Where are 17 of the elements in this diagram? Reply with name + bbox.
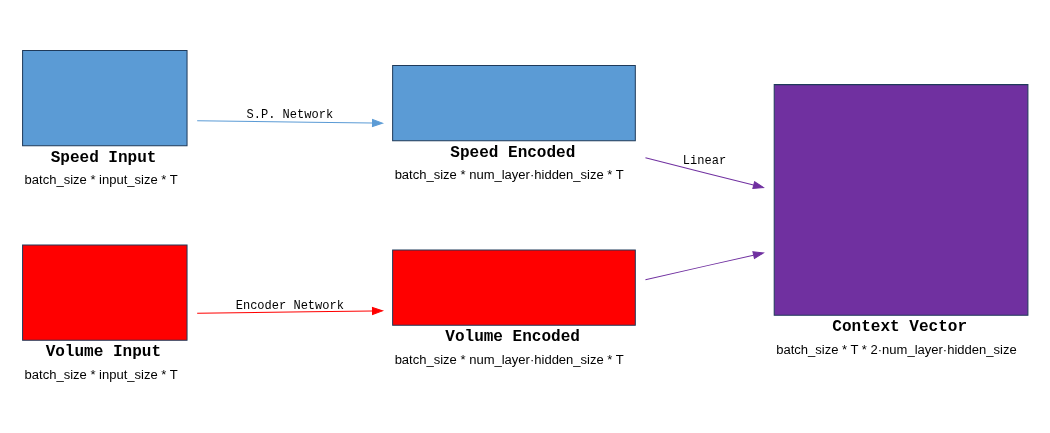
node-label: Volume Encoded bbox=[445, 327, 580, 346]
node-label: batch_size * input_size * T bbox=[24, 171, 178, 187]
node-label: Context Vector bbox=[832, 317, 968, 336]
node-label: batch_size * T * 2·num_layer·hidden_size bbox=[776, 341, 1017, 357]
arrow bbox=[196, 306, 383, 315]
arrow bbox=[644, 156, 764, 189]
node-label: batch_size * num_layer·hidden_size * T bbox=[394, 351, 624, 367]
node-label: batch_size * input_size * T bbox=[24, 366, 178, 382]
edge-label: Linear bbox=[682, 153, 727, 168]
edge-label: S.P. Network bbox=[246, 107, 334, 122]
edge-label: Encoder Network bbox=[235, 298, 344, 313]
arrow bbox=[644, 250, 764, 280]
node-label: Speed Input bbox=[50, 148, 157, 167]
node-label: batch_size * num_layer·hidden_size * T bbox=[394, 166, 624, 182]
node-label: Speed Encoded bbox=[450, 143, 576, 162]
arrow bbox=[196, 118, 383, 127]
node-label: Volume Input bbox=[45, 342, 162, 361]
